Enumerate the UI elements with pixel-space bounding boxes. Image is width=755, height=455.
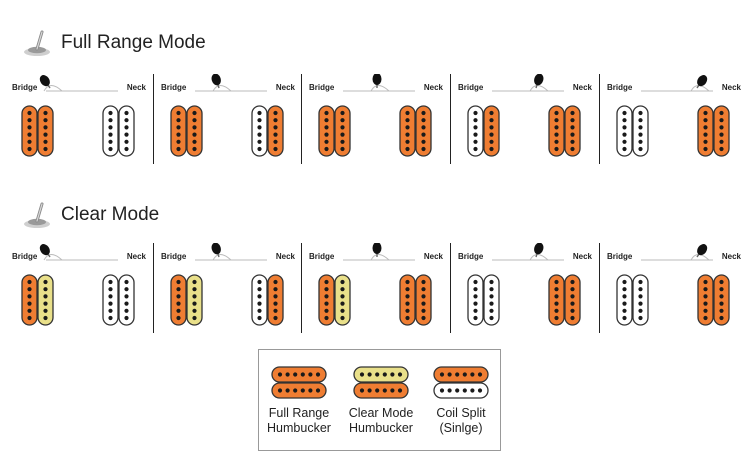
neck-label: Neck <box>275 83 295 92</box>
neck-pickup-icon <box>548 105 582 157</box>
neck-pickup-icon <box>102 274 136 326</box>
panel-divider <box>301 243 302 333</box>
neck-label: Neck <box>721 83 741 92</box>
legend: Full Range Humbucker Clear Mode Humbucke… <box>258 349 501 451</box>
full-range-humbucker-icon <box>271 366 327 400</box>
section-title: Clear Mode <box>61 204 160 225</box>
panel-divider <box>599 74 600 164</box>
switch-position-panel: Bridge Neck <box>601 74 749 182</box>
switch-position-panel: Bridge Neck <box>6 74 154 182</box>
pickup-selector-icon <box>601 74 749 96</box>
neck-label: Neck <box>572 83 592 92</box>
bridge-pickup-icon <box>616 274 650 326</box>
pickup-selector-icon <box>601 243 749 265</box>
legend-label-line2: (Sinlge) <box>439 421 483 435</box>
neck-label: Neck <box>126 252 146 261</box>
neck-pickup-icon <box>697 105 731 157</box>
legend-label-line1: Coil Split <box>436 406 486 420</box>
switch-position-panel: Bridge Neck <box>155 73 303 182</box>
pickup-selector-icon <box>6 74 154 96</box>
bridge-label: Bridge <box>161 83 187 92</box>
neck-label: Neck <box>721 252 741 261</box>
panel-divider <box>301 74 302 164</box>
pickup-selector-icon <box>155 73 303 96</box>
switch-position-panel: Bridge Neck <box>452 242 600 351</box>
neck-label: Neck <box>423 252 443 261</box>
pickup-selector-icon <box>452 73 600 96</box>
full-range-row: Bridge Neck Bridge Neck Bridge Neck Bridge Neck… <box>6 73 754 182</box>
bridge-label: Bridge <box>607 252 633 261</box>
legend-label-line1: Clear Mode <box>348 406 414 420</box>
panel-divider <box>450 74 451 164</box>
switch-position-panel: Bridge Neck <box>452 73 600 182</box>
clear-mode-humbucker-icon <box>353 366 409 400</box>
switch-position-panel: Bridge Neck <box>303 73 451 182</box>
section-title: Full Range Mode <box>61 32 206 53</box>
toggle-switch-icon <box>20 200 54 230</box>
neck-label: Neck <box>275 252 295 261</box>
neck-label: Neck <box>423 83 443 92</box>
bridge-label: Bridge <box>309 83 335 92</box>
neck-pickup-icon <box>251 274 285 326</box>
bridge-label: Bridge <box>309 252 335 261</box>
neck-label: Neck <box>572 252 592 261</box>
bridge-pickup-icon <box>170 105 204 157</box>
switch-position-panel: Bridge Neck <box>601 243 749 351</box>
legend-label-line2: Humbucker <box>267 421 331 435</box>
bridge-pickup-icon <box>467 105 501 157</box>
bridge-pickup-icon <box>616 105 650 157</box>
pickup-selector-icon <box>452 242 600 265</box>
toggle-switch-icon <box>20 28 54 58</box>
neck-pickup-icon <box>251 105 285 157</box>
bridge-pickup-icon <box>21 105 55 157</box>
bridge-pickup-icon <box>170 274 204 326</box>
bridge-label: Bridge <box>12 83 38 92</box>
neck-label: Neck <box>126 83 146 92</box>
panel-divider <box>153 74 154 164</box>
coil-split-icon <box>433 366 489 400</box>
pickup-selector-icon <box>6 243 154 265</box>
bridge-pickup-icon <box>318 274 352 326</box>
pickup-selector-icon <box>303 73 451 96</box>
legend-label-line1: Full Range <box>268 406 330 420</box>
bridge-pickup-icon <box>467 274 501 326</box>
switch-position-panel: Bridge Neck <box>6 243 154 351</box>
panel-divider <box>599 243 600 333</box>
neck-pickup-icon <box>697 274 731 326</box>
bridge-pickup-icon <box>21 274 55 326</box>
switch-position-panel: Bridge Neck <box>303 242 451 351</box>
neck-pickup-icon <box>548 274 582 326</box>
bridge-label: Bridge <box>12 252 38 261</box>
pickup-selector-icon <box>155 242 303 265</box>
switch-position-panel: Bridge Neck <box>155 242 303 351</box>
bridge-label: Bridge <box>458 252 484 261</box>
neck-pickup-icon <box>399 274 433 326</box>
panel-divider <box>153 243 154 333</box>
pickup-selector-icon <box>303 242 451 265</box>
clear-mode-row: Bridge Neck Bridge Neck Bridge Neck Bridge Neck… <box>6 242 754 351</box>
neck-pickup-icon <box>399 105 433 157</box>
bridge-label: Bridge <box>458 83 484 92</box>
panel-divider <box>450 243 451 333</box>
bridge-pickup-icon <box>318 105 352 157</box>
bridge-label: Bridge <box>161 252 187 261</box>
legend-label-line2: Humbucker <box>349 421 413 435</box>
neck-pickup-icon <box>102 105 136 157</box>
bridge-label: Bridge <box>607 83 633 92</box>
